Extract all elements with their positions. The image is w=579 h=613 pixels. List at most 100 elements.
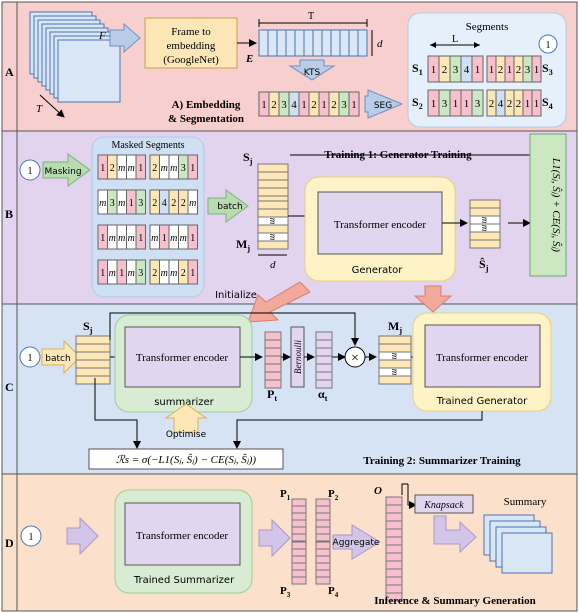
o-cell <box>385 584 403 594</box>
segment-s3-cell <box>531 55 542 83</box>
mj-c-cell <box>378 335 412 345</box>
masked-cell <box>187 189 198 215</box>
segment-s1-cell-text: 1 <box>475 64 481 76</box>
masked-cell <box>135 259 146 285</box>
masked-cell-text: 1 <box>100 233 105 244</box>
o-cell <box>385 568 403 578</box>
badge-a <box>538 34 558 54</box>
sj-stack-c <box>75 335 111 385</box>
segment-s4-cell-text: 2 <box>516 98 522 110</box>
knapsack-to-summary-arrow <box>433 515 477 554</box>
masked-cell-text: 1 <box>138 163 143 174</box>
segment-s3-cell-text: 1 <box>489 64 495 76</box>
shatj-cell <box>469 239 501 249</box>
segment-s1-cell-text: 2 <box>442 64 448 76</box>
sj-b-cell <box>257 187 289 197</box>
summary-label: Summary <box>504 496 547 508</box>
pt-cell <box>264 347 282 357</box>
o-cell <box>385 536 403 546</box>
generator-transfer-arrow <box>413 285 453 313</box>
segment-s3-cell-text: 2 <box>498 64 504 76</box>
batch-arrow-c <box>41 339 81 375</box>
sj-c-cell <box>75 375 111 385</box>
masked-cell-text: 3 <box>138 268 143 279</box>
transformer-encoder-c <box>124 326 241 388</box>
masked-cell <box>187 224 198 250</box>
kts-sequence-cell <box>348 91 360 117</box>
frames-t-label: T <box>36 103 43 115</box>
masked-cell-text: m <box>128 233 135 244</box>
mj-c-cell <box>378 375 412 385</box>
l-dimension-label: L <box>452 34 458 45</box>
masked-cell-text: 1 <box>119 268 124 279</box>
masked-cell-text: 1 <box>100 268 105 279</box>
sj-c-cell <box>75 335 111 345</box>
segment-s4-cell-text: 2 <box>507 98 513 110</box>
masked-cell-text: 1 <box>190 163 195 174</box>
badge-a-text: 1 <box>546 40 551 51</box>
gen-to-reward-line <box>233 411 483 449</box>
video-frames-stack <box>29 11 121 103</box>
badge-c <box>19 346 41 368</box>
segment-s3-cell-text: 2 <box>516 64 522 76</box>
o-label: O <box>374 485 382 497</box>
badge-d-text: 1 <box>29 532 34 543</box>
p1-cell <box>291 498 307 507</box>
masked-cell <box>135 224 146 250</box>
p3-label: P3 <box>280 585 291 599</box>
masked-cell-text: m <box>118 163 125 174</box>
aggregate-label: Aggregate <box>333 538 380 548</box>
panel-d <box>1 473 578 612</box>
transformer-encoder-d <box>124 502 241 566</box>
row-label-c: C <box>5 380 14 394</box>
sj-label-b: Sj <box>243 150 253 166</box>
masked-cell <box>135 189 146 215</box>
p4-cell <box>315 555 331 564</box>
kts-sequence-cell-text: 4 <box>291 99 297 111</box>
knapsack-box <box>414 494 474 514</box>
alpha-cell <box>315 355 333 365</box>
initialize-arrow <box>247 281 311 323</box>
seg-arrow <box>364 89 404 119</box>
segments-title: Segments <box>466 21 509 33</box>
segment-s2-cell-text: 3 <box>475 98 481 110</box>
segment-s1-cell-text: 1 <box>431 64 437 76</box>
shatj-label: Ŝj <box>479 257 489 273</box>
segment-s4-cell-text: 2 <box>489 98 495 110</box>
seg-label: SEG <box>374 101 392 111</box>
o-cell <box>385 504 403 514</box>
masked-cell-text: m <box>189 198 196 209</box>
mj-label-b: Mj <box>236 237 250 253</box>
p1-cell <box>291 533 307 542</box>
t-dimension-label: T <box>308 11 314 22</box>
kts-sequence-cell-text: 1 <box>261 99 267 111</box>
alpha-cell <box>315 339 333 349</box>
mj-b-mask-text: m <box>268 218 278 225</box>
alpha-cell <box>315 347 333 357</box>
knapsack-label: Knapsack <box>423 500 464 511</box>
mj-b-cell <box>257 224 289 234</box>
generator-label: Generator <box>352 265 404 276</box>
mj-stack-c: mm <box>378 335 412 385</box>
pt-cell <box>264 331 282 341</box>
pt-cell <box>264 379 282 389</box>
masked-cell-text: m <box>151 233 158 244</box>
segment-s4-cell-text: 1 <box>534 98 540 110</box>
kts-arrow <box>288 59 336 81</box>
masked-cell-text: 2 <box>152 198 157 209</box>
optimise-arrow <box>164 403 208 433</box>
masked-cell-text: 1 <box>129 198 134 209</box>
p3-cell <box>291 576 307 585</box>
masking-label: Masking <box>44 167 81 177</box>
masked-cell-text: m <box>161 163 168 174</box>
masked-cell-text: 1 <box>138 233 143 244</box>
kts-label: KTS <box>304 68 321 78</box>
o-cell <box>385 544 403 554</box>
shatj-stack: mm <box>469 199 501 249</box>
masked-cell-text: m <box>128 268 135 279</box>
p2-cell <box>315 533 331 542</box>
sj-b-cell <box>257 171 289 181</box>
masked-cell-text: m <box>99 198 106 209</box>
s3-label: S3 <box>542 61 553 77</box>
